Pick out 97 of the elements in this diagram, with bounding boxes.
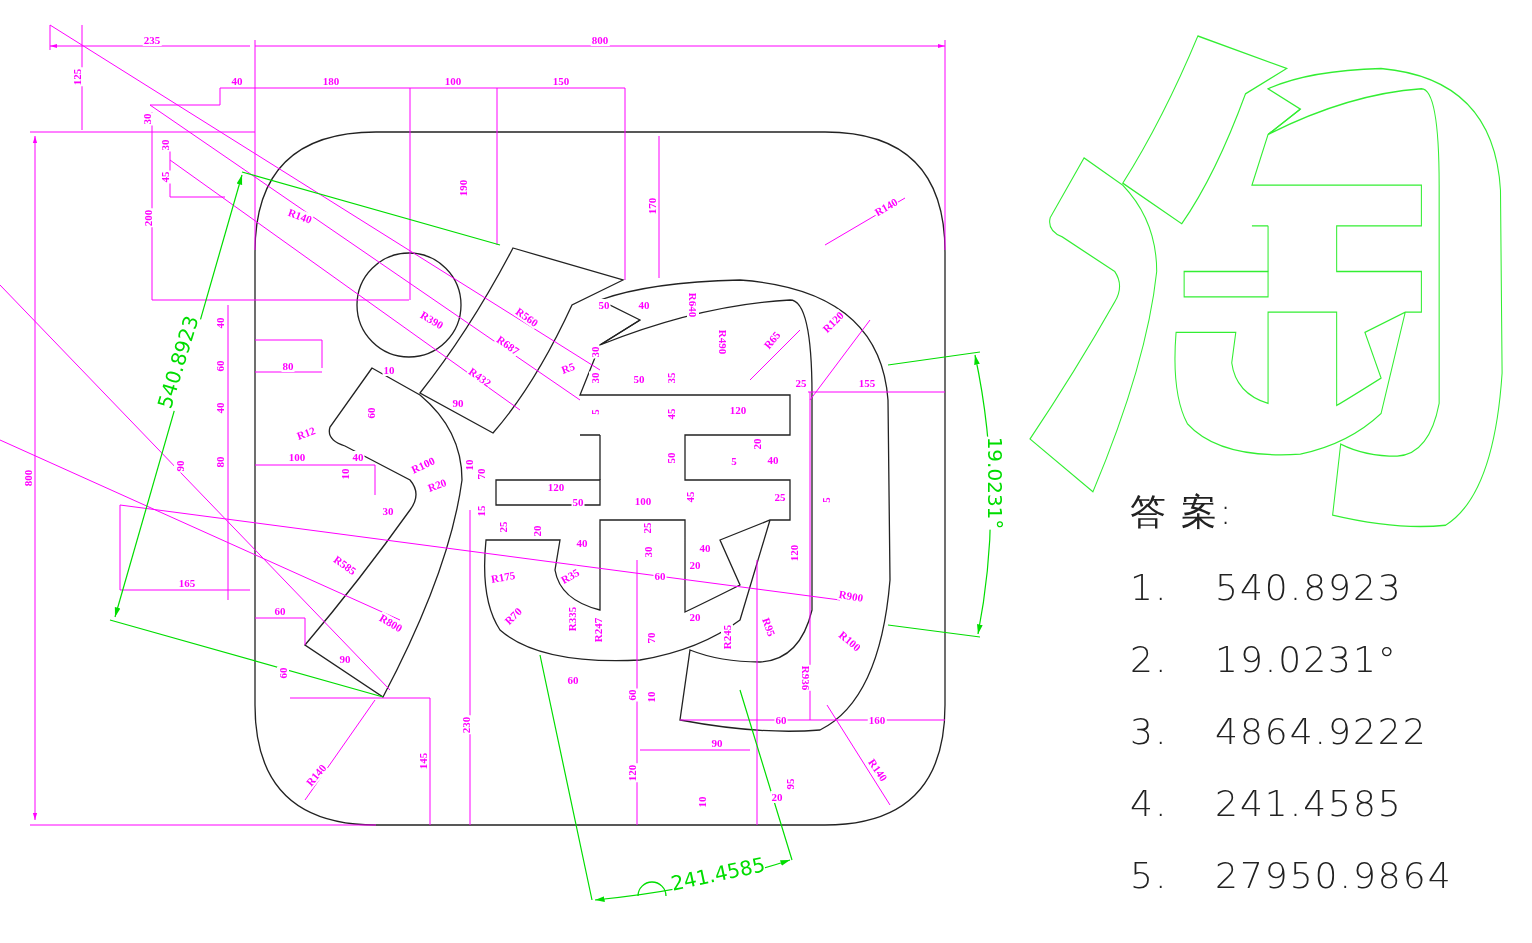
dimension-text: 25: [641, 521, 653, 535]
dimension-text: 60: [214, 359, 226, 373]
dimension-text: 10: [339, 467, 351, 481]
dimension-text: 20: [751, 437, 763, 451]
dimension-text: 800: [590, 34, 610, 46]
dimension-text: 145: [417, 751, 429, 771]
dimension-text: 10: [696, 795, 708, 809]
dimension-text: R936: [800, 664, 812, 692]
dimension-text: 160: [867, 714, 887, 726]
dimension-text: 100: [633, 495, 653, 507]
dimension-text: 125: [71, 67, 83, 87]
dimension-text: 45: [159, 170, 171, 184]
dimension-text: 30: [381, 505, 395, 517]
answer-number: 1.: [1130, 566, 1169, 608]
dimension-text: 100: [287, 451, 307, 463]
answer-heading: 答 案:: [1130, 489, 1234, 534]
dimension-text: 90: [710, 737, 724, 749]
dimension-text: 45: [684, 490, 696, 504]
dimension-text: 20: [688, 611, 702, 623]
dimension-text: 230: [460, 715, 472, 735]
dimension-text: 150: [551, 75, 571, 87]
dimension-text: 5: [730, 455, 738, 467]
dimension-text: 120: [546, 481, 566, 493]
dimension-text: 235: [142, 34, 162, 46]
dimension-text: 50: [597, 299, 611, 311]
dimension-text: 40: [637, 299, 651, 311]
dimension-text: 190: [457, 178, 469, 198]
answer-number: 5.: [1130, 854, 1169, 896]
dimension-text: 80: [214, 455, 226, 469]
answer-value: 540.8923: [1215, 566, 1403, 608]
dimension-text: 10: [382, 364, 396, 376]
dimension-text: 40: [214, 401, 226, 415]
dimension-text: 180: [321, 75, 341, 87]
answer-value: 27950.9864: [1215, 854, 1453, 896]
dimension-text: 40: [230, 75, 244, 87]
dimension-text: 120: [788, 543, 800, 563]
dimension-text: 90: [338, 653, 352, 665]
dimension-text: 5: [820, 496, 832, 504]
dimension-text: 5: [589, 408, 601, 416]
answer-number: 2.: [1130, 638, 1169, 680]
answer-value: 241.4585: [1215, 782, 1403, 824]
dimension-text: 30: [589, 371, 601, 385]
dimension-text: 100: [443, 75, 463, 87]
dimension-text: 10: [463, 458, 475, 472]
dimension-text: 95: [784, 777, 796, 791]
dimension-text: 70: [645, 631, 657, 645]
dimension-text: 170: [646, 196, 658, 216]
dimension-text: 60: [653, 570, 667, 582]
dimension-text: 25: [794, 377, 808, 389]
dimension-text: 25: [773, 491, 787, 503]
dimension-text: 40: [698, 542, 712, 554]
dimension-text: 165: [177, 577, 197, 589]
dimension-text: R490: [717, 328, 729, 356]
dimension-text: 30: [589, 345, 601, 359]
dimension-text: 35: [665, 371, 677, 385]
dimension-text: 200: [142, 208, 154, 228]
dimension-text: R140: [285, 205, 315, 227]
dimension-text: 120: [626, 763, 638, 783]
answer-value: 19.0231°: [1215, 638, 1398, 680]
dimension-text: 40: [575, 537, 589, 549]
dimension-text: 20: [688, 559, 702, 571]
dimension-text: 120: [728, 404, 748, 416]
dimension-text: 40: [351, 451, 365, 463]
answer-number: 4.: [1130, 782, 1169, 824]
dimension-text: R247: [592, 616, 604, 644]
dimension-text: R900: [836, 587, 866, 605]
dimension-text: R640: [687, 291, 699, 319]
dimension-text: 60: [273, 605, 287, 617]
dimension-text: R245: [721, 623, 733, 651]
dimension-text: 90: [174, 459, 186, 473]
dimension-text: 15: [475, 504, 487, 518]
dimension-text: 155: [857, 377, 877, 389]
dimension-text: 50: [571, 496, 585, 508]
dimension-text: 20: [531, 524, 543, 538]
dimension-text: 60: [774, 714, 788, 726]
dimension-text: 20: [770, 791, 784, 803]
dimension-text: 30: [642, 545, 654, 559]
dimension-text: 30: [141, 112, 153, 126]
dimension-text: 40: [214, 316, 226, 330]
dimension-text: 30: [159, 138, 171, 152]
dimension-text: 70: [475, 467, 487, 481]
dimension-text: 800: [22, 468, 34, 488]
dimension-text: 40: [766, 454, 780, 466]
dimension-text: 80: [281, 360, 295, 372]
dimension-text: 60: [626, 688, 638, 702]
answer-number: 3.: [1130, 710, 1169, 752]
dimension-text: 50: [665, 451, 677, 465]
dimension-text: 90: [451, 397, 465, 409]
dimension-text: 60: [277, 666, 289, 680]
dimension-text: 60: [365, 406, 377, 420]
dimension-text: R335: [566, 605, 578, 633]
dimension-text: 60: [566, 674, 580, 686]
answer-value: 4864.9222: [1215, 710, 1428, 752]
dimension-text: 50: [632, 373, 646, 385]
dimension-text: 25: [497, 520, 509, 534]
dimension-text: 10: [645, 690, 657, 704]
dimension-text: 45: [665, 407, 677, 421]
